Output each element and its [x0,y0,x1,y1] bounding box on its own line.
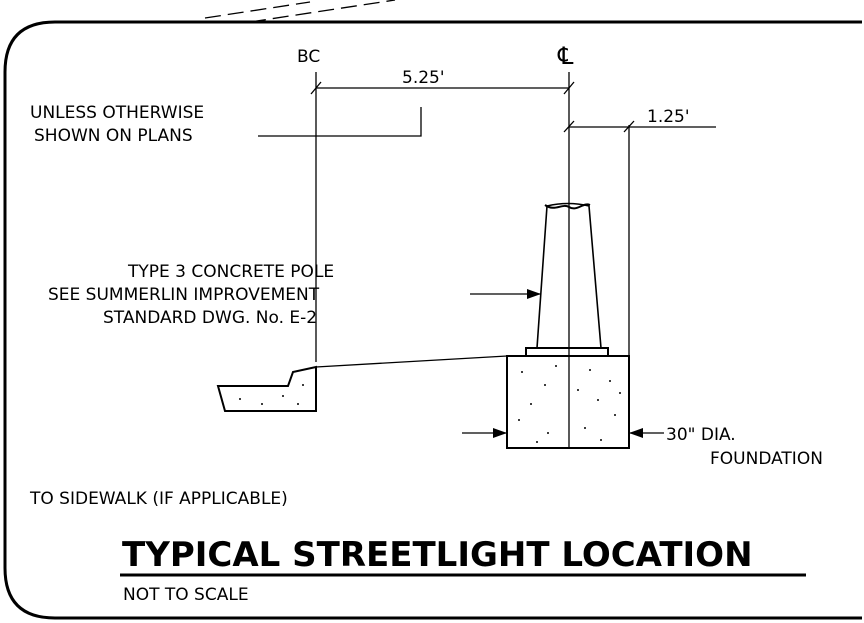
foundation-note-line1: 30" DIA. [666,425,736,445]
drawing-subtitle: NOT TO SCALE [123,585,249,605]
unless-note-leader [258,107,422,137]
dim-offset-label: 1.25' [647,107,690,127]
pole-break-mark [544,203,591,210]
dimension-1-25: 1.25' [563,107,716,133]
foundation-note-line2: FOUNDATION [710,449,823,469]
bc-label: BC [297,47,320,67]
pole-base-plate [525,347,609,357]
foundation [506,355,630,449]
foundation-left-arrowhead [493,428,507,438]
sheet-border [3,20,862,620]
centerline-symbol: ℄ [557,42,574,70]
curb [216,365,317,412]
top-dashed-lines [204,0,396,23]
pole-note-line2: SEE SUMMERLIN IMPROVEMENT [48,285,320,305]
pole-note-arrowhead [527,289,541,299]
ground-line [315,355,508,368]
pole-note-line3: STANDARD DWG. No. E-2 [103,308,317,328]
drawing-title: TYPICAL STREETLIGHT LOCATION [122,535,753,575]
unless-note-line2: SHOWN ON PLANS [34,126,193,146]
concrete-pole [536,202,602,349]
dim-main-label: 5.25' [402,68,445,88]
foundation-right-arrowhead [629,428,643,438]
pole-note-line1: TYPE 3 CONCRETE POLE [127,262,334,282]
curb-stipple [239,384,304,405]
foundation-stipple [518,365,621,443]
sidewalk-note: TO SIDEWALK (IF APPLICABLE) [29,489,288,509]
dimension-5-25: 5.25' [310,68,575,95]
unless-note-line1: UNLESS OTHERWISE [30,103,204,123]
